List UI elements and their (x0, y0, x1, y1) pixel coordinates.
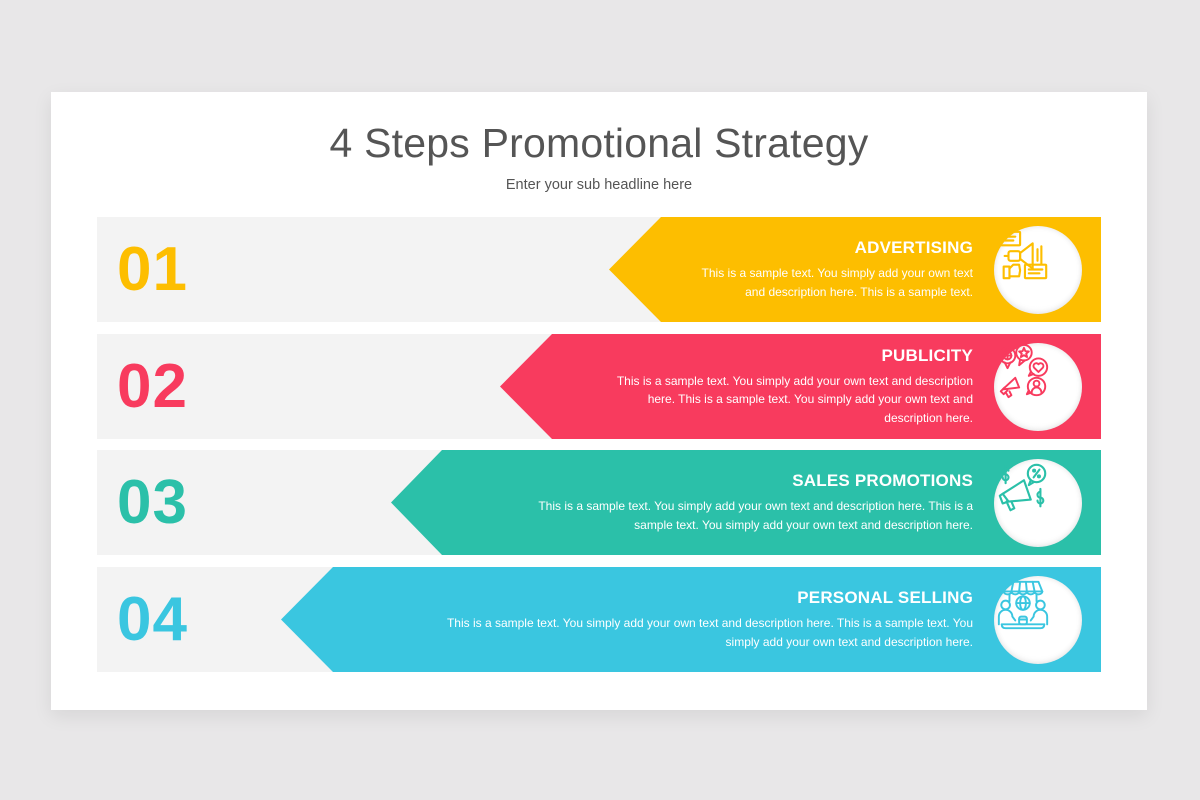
step-number: 04 (117, 585, 188, 654)
icon-circle (994, 343, 1082, 431)
step-row-publicity: 02 PUBLICITY This is a sample text. You … (97, 334, 1101, 439)
step-content: ADVERTISING This is a sample text. You s… (702, 217, 973, 322)
step-description: This is a sample text. You simply add yo… (616, 373, 973, 425)
slide-subtitle: Enter your sub headline here (505, 177, 693, 193)
sales-promotion-icon (998, 463, 1047, 512)
step-row-sales-promotions: 03 SALES PROMOTIONS This is a sample tex… (97, 450, 1101, 555)
step-description: This is a sample text. You simply add yo… (701, 266, 973, 299)
step-number: 02 (117, 352, 188, 421)
step-arrow-banner: PUBLICITY This is a sample text. You sim… (500, 334, 1101, 439)
advertising-icon (999, 230, 1048, 280)
step-heading: SALES PROMOTIONS (792, 471, 973, 490)
slide: 4 Steps Promotional Strategy Enter your … (51, 92, 1147, 710)
step-number: 03 (117, 468, 188, 537)
step-arrow-banner: ADVERTISING This is a sample text. You s… (609, 217, 1101, 322)
slide-title: 4 Steps Promotional Strategy (329, 120, 869, 166)
step-content: PERSONAL SELLING This is a sample text. … (447, 567, 973, 672)
publicity-icon (998, 343, 1049, 399)
step-content: SALES PROMOTIONS This is a sample text. … (538, 450, 973, 555)
step-heading: PUBLICITY (881, 345, 973, 365)
step-row-advertising: 01 ADVERTISING This is a sample text. Yo… (97, 217, 1101, 322)
icon-circle (994, 459, 1082, 547)
step-row-personal-selling: 04 PERSONAL SELLING This is a sample tex… (97, 567, 1101, 672)
icon-circle (994, 576, 1082, 664)
step-content: PUBLICITY This is a sample text. You sim… (617, 334, 973, 439)
step-heading: ADVERTISING (854, 238, 973, 257)
step-arrow-banner: SALES PROMOTIONS This is a sample text. … (391, 450, 1101, 555)
personal-selling-icon (997, 580, 1049, 630)
step-heading: PERSONAL SELLING (797, 588, 973, 607)
icon-circle (994, 226, 1082, 314)
step-number: 01 (117, 235, 188, 304)
step-arrow-banner: PERSONAL SELLING This is a sample text. … (281, 567, 1101, 672)
step-description: This is a sample text. You simply add yo… (446, 616, 973, 649)
step-description: This is a sample text. You simply add yo… (538, 499, 973, 532)
